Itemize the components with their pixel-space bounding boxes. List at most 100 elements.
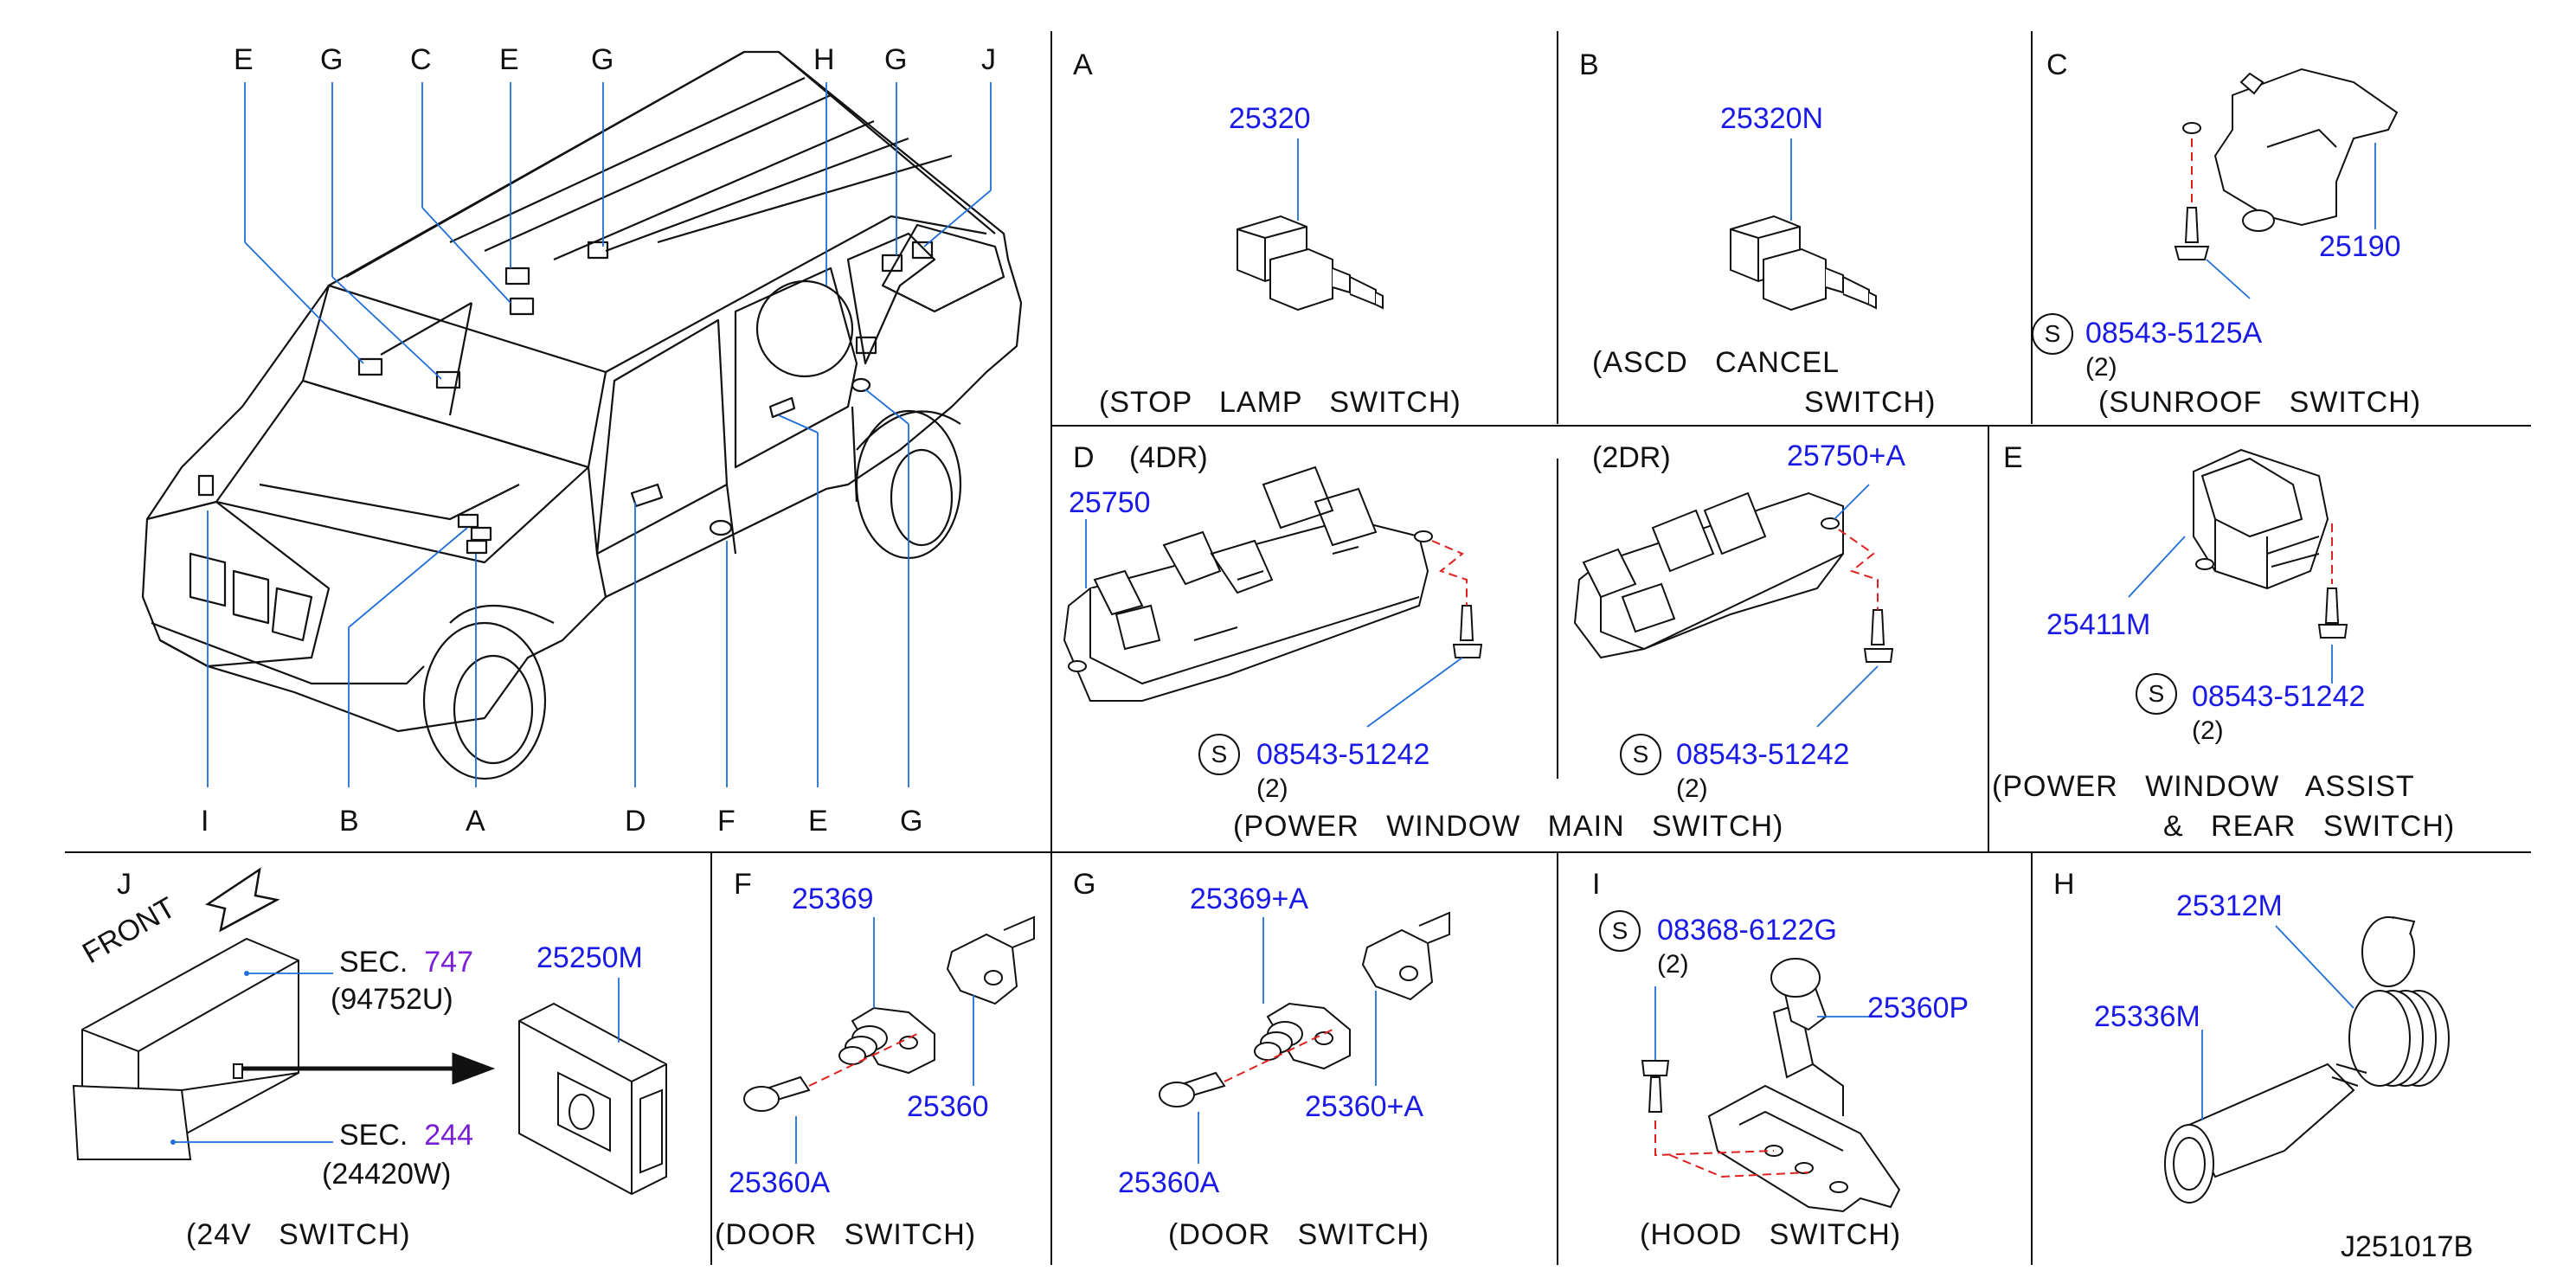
car-callout-e-2: E: [499, 43, 519, 76]
d2-leaders: [1816, 484, 1879, 728]
car-callout-j: J: [981, 43, 996, 76]
part-number-25320: 25320: [1229, 102, 1311, 135]
sec-747-number[interactable]: 747: [424, 946, 473, 979]
panel-h-letter: H: [2053, 868, 2075, 901]
screw-symbol-d4: S: [1198, 734, 1240, 775]
screw-symbol-i: S: [1599, 910, 1641, 952]
panel-d-caption: (POWER WINDOW MAIN SWITCH): [1233, 810, 1784, 843]
panel-f-caption: (DOOR SWITCH): [715, 1218, 977, 1251]
part-number-25750-a: 25750+A: [1787, 440, 1906, 472]
f-leaders: [795, 917, 974, 1164]
panel-i-letter: I: [1592, 868, 1601, 901]
d4-screw-dash: [1431, 540, 1468, 606]
panel-b-caption-line2: SWITCH): [1804, 386, 1937, 419]
panel-i-caption: (HOOD SWITCH): [1640, 1218, 1902, 1251]
i-dash: [1654, 1120, 1809, 1178]
screw-qty-i: (2): [1657, 950, 1689, 979]
e-leaders: [2128, 536, 2333, 684]
panel-e-letter: E: [2003, 441, 2023, 474]
rocker-switch-25250m-drawing: [518, 1002, 667, 1196]
power-window-main-2dr-drawing: [1573, 491, 1894, 663]
front-arrow-icon: [204, 867, 280, 933]
g-dash: [1224, 1029, 1333, 1082]
panel-j-letter: J: [117, 868, 132, 901]
hood-switch-drawing: [1641, 958, 1901, 1213]
part-number-25360p: 25360P: [1867, 992, 1969, 1024]
car-callout-g-2: G: [591, 43, 614, 76]
ascd-switch-drawing: [1730, 215, 1877, 311]
car-callout-g-1: G: [320, 43, 344, 76]
24v-switch-drawing: [72, 937, 299, 1161]
part-number-25360a-f: 25360A: [729, 1166, 831, 1199]
panel-d-variant-2dr: (2DR): [1592, 441, 1671, 474]
panel-a-caption: (STOP LAMP SWITCH): [1099, 386, 1461, 419]
car-callout-i: I: [201, 805, 209, 838]
panel-g-letter: G: [1073, 868, 1096, 901]
panel-c-caption: (SUNROOF SWITCH): [2098, 386, 2422, 419]
panel-a-letter: A: [1073, 48, 1093, 81]
stop-lamp-switch-drawing: [1237, 215, 1384, 311]
part-number-25360: 25360: [907, 1090, 989, 1123]
car-callout-d: D: [625, 805, 646, 838]
screw-qty-c: (2): [2085, 353, 2117, 382]
car-callout-g-4: G: [900, 805, 923, 838]
panel-g-caption: (DOOR SWITCH): [1168, 1218, 1430, 1251]
sec-244-number[interactable]: 244: [424, 1119, 473, 1152]
part-number-25411m: 25411M: [2046, 608, 2151, 641]
j-leaders: [173, 973, 333, 1143]
part-number-25360-a: 25360+A: [1305, 1090, 1424, 1123]
d2-screw-dash: [1838, 529, 1879, 610]
part-number-25250m: 25250M: [536, 941, 643, 974]
panel-b-caption-line1: (ASCD CANCEL: [1592, 346, 1840, 379]
f-dash: [808, 1033, 918, 1087]
vehicle-leaders: [207, 82, 992, 787]
car-callout-f: F: [717, 805, 736, 838]
sec-747-label: SEC. 747: [339, 947, 473, 977]
part-number-25369: 25369: [792, 883, 874, 915]
j-arrow: [242, 1052, 496, 1085]
vehicle-illustration: [141, 50, 1023, 780]
car-callout-h: H: [813, 43, 835, 76]
part-number-25750: 25750: [1069, 486, 1151, 519]
panel-c-letter: C: [2046, 48, 2068, 81]
car-callout-e-3: E: [808, 805, 828, 838]
d4-leaders: [1085, 519, 1463, 728]
part-number-25190: 25190: [2319, 230, 2401, 263]
screw-symbol-e: S: [2136, 673, 2177, 715]
part-number-08543-51242-e: 08543-51242: [2192, 680, 2366, 713]
car-callout-a: A: [466, 805, 485, 838]
panel-e-caption-line2: & REAR SWITCH): [2163, 810, 2456, 843]
g-leaders: [1198, 917, 1377, 1164]
car-callout-g-3: G: [884, 43, 908, 76]
screw-qty-d2: (2): [1676, 774, 1708, 803]
diagram-reference-code: J251017B: [2341, 1230, 2474, 1263]
part-number-25369-a: 25369+A: [1190, 883, 1309, 915]
part-number-25360a-g: 25360A: [1118, 1166, 1220, 1199]
panel-d-letter: D: [1073, 441, 1095, 474]
car-callout-e-1: E: [234, 43, 254, 76]
power-window-assist-switch-drawing: [2193, 448, 2348, 639]
part-number-08543-5125a: 08543-5125A: [2085, 317, 2263, 350]
screw-symbol-c: S: [2032, 313, 2073, 355]
panel-d-variant-4dr: (4DR): [1129, 441, 1208, 474]
panel-e-caption-line1: (POWER WINDOW ASSIST: [1992, 770, 2415, 803]
panel-b-letter: B: [1579, 48, 1599, 81]
car-callout-c: C: [410, 43, 432, 76]
sec-244-label: SEC. 244: [339, 1120, 473, 1150]
h-leaders: [2201, 925, 2354, 1120]
part-number-08543-51242-d2: 08543-51242: [1676, 738, 1850, 771]
sec-244-sub: (24420W): [322, 1158, 452, 1191]
screw-qty-d4: (2): [1256, 774, 1288, 803]
panel-j-caption: (24V SWITCH): [186, 1218, 411, 1251]
part-number-08543-51242-d4: 08543-51242: [1256, 738, 1430, 771]
sec-747-prefix: SEC.: [339, 946, 408, 979]
power-window-main-4dr-drawing: [1063, 465, 1483, 702]
sec-747-sub: (94752U): [331, 983, 453, 1016]
sunroof-switch-drawing: [2174, 67, 2399, 260]
sunroof-leaders: [2206, 143, 2376, 299]
screw-symbol-d2: S: [1620, 734, 1661, 775]
part-number-08368-6122g: 08368-6122G: [1657, 914, 1837, 947]
door-switch-f-drawing: [743, 915, 1035, 1112]
panel-f-letter: F: [734, 868, 752, 901]
